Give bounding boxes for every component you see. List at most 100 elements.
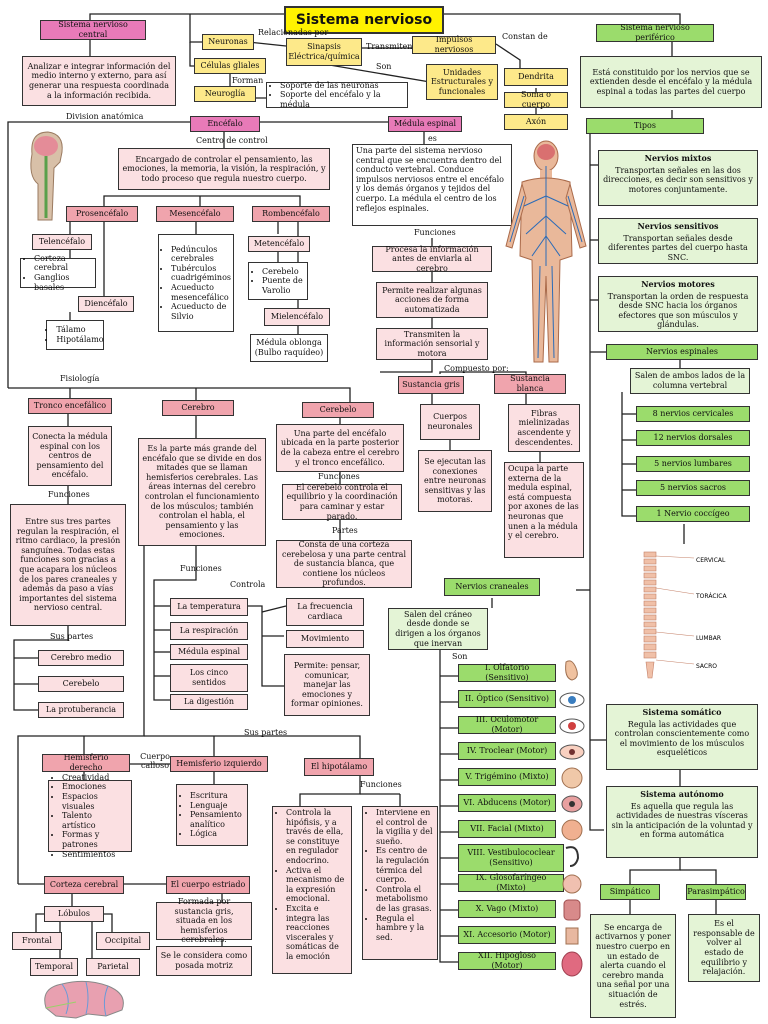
hipotalamo-box: El hipotálamo bbox=[304, 758, 374, 776]
metencefalo-list: Cerebelo Puente de Varolio bbox=[248, 262, 308, 300]
brain-spine-image bbox=[30, 131, 63, 221]
blanca-desc: Ocupa la parte externa de la medula espi… bbox=[504, 462, 584, 558]
nervous-body-image bbox=[505, 140, 587, 363]
fibras-box: Fibras mielinizadas ascendente y descend… bbox=[508, 404, 580, 452]
mesencefalo-item: Acueducto de Silvio bbox=[171, 302, 231, 321]
sinapsis-box: Sinapsis Eléctrica/química bbox=[286, 38, 362, 66]
hipo-right-item: Interviene en el control de la vigilia y… bbox=[376, 808, 434, 846]
lobulo-item: Frontal bbox=[12, 932, 62, 950]
telencefalo-box: Telencéfalo bbox=[32, 234, 92, 250]
encefalo-box: Encéfalo bbox=[190, 116, 260, 132]
mesencefalo-box: Mesencéfalo bbox=[156, 206, 234, 222]
espinales-box: Nervios espinales bbox=[606, 344, 758, 360]
controla-right-item: Movimiento bbox=[286, 630, 364, 648]
somatico-title: Sistema somático bbox=[642, 707, 722, 717]
dendrita-box: Dendrita bbox=[504, 68, 568, 86]
cerebro-desc: Es la parte más grande del encéfalo que … bbox=[138, 438, 266, 546]
funciones-label: Funciones bbox=[414, 228, 456, 237]
control-item: Médula espinal bbox=[170, 644, 248, 660]
face-icon bbox=[561, 819, 583, 841]
espinal-item: 8 nervios cervicales bbox=[636, 406, 750, 422]
funciones-label: Funciones bbox=[360, 780, 402, 789]
telencefalo-item: Corteza cerebral bbox=[34, 254, 92, 273]
fisiologia-label: Fisiología bbox=[60, 374, 100, 383]
neuronas-box: Neuronas bbox=[202, 34, 254, 50]
parasimpatico-box: Parasimpático bbox=[686, 884, 746, 900]
diencefalo-item: Tálamo bbox=[56, 325, 103, 335]
spine-label: TORÁCICA bbox=[695, 593, 727, 600]
lobulo-item: Parietal bbox=[86, 958, 140, 976]
partes-label: Partes bbox=[332, 526, 358, 535]
controla-label: Controla bbox=[230, 580, 266, 589]
cuerpo-calloso-label: Cuerpo calloso bbox=[140, 752, 170, 771]
craneal-item: VII. Facial (Mixto) bbox=[458, 820, 556, 838]
permite-box: Permite: pensar, comunicar, manejar las … bbox=[284, 654, 370, 716]
izquierdo-item: Lógica bbox=[190, 829, 244, 839]
mesencefalo-item: Tubérculos cuadrigéminos bbox=[171, 264, 231, 283]
tronco-box: Tronco encefálico bbox=[28, 398, 112, 414]
hipo-right-item: Regula el hambre y la sed. bbox=[376, 914, 434, 943]
autonomo-box: Sistema autónomo Es aquella que regula l… bbox=[606, 786, 758, 858]
sensitivos-box: Nervios sensitivos Transportan señales d… bbox=[598, 218, 758, 264]
lobulos-box: Lóbulos bbox=[44, 906, 104, 922]
simpatico-desc: Se encarga de activarnos y poner nuestro… bbox=[590, 914, 676, 1018]
snp-desc: Está constituido por los nervios que se … bbox=[580, 56, 762, 108]
izquierdo-list: Escritura Lenguaje Pensamiento analítico… bbox=[176, 784, 248, 846]
snc-desc: Analizar e integrar información del medi… bbox=[22, 56, 176, 106]
medula-func-3: Transmiten la información sensorial y mo… bbox=[376, 328, 488, 360]
sustancia-gris-box: Sustancia gris bbox=[398, 376, 464, 394]
mixtos-title: Nervios mixtos bbox=[644, 153, 712, 163]
funciones-label: Funciones bbox=[318, 472, 360, 481]
metencefalo-box: Metencéfalo bbox=[248, 236, 310, 252]
derecho-list: Creatividad Emociones Espacios visuales … bbox=[48, 773, 132, 859]
neuroglia-item: Soporte de las neuronas bbox=[280, 81, 404, 91]
derecho-item: Formas y patrones bbox=[62, 830, 128, 849]
son-label: Son bbox=[376, 62, 392, 71]
eye-icon bbox=[559, 744, 585, 760]
craneal-item: VIII. Vestibulococlear (Sensitivo) bbox=[458, 844, 564, 872]
cranial-organ-icons bbox=[559, 660, 585, 977]
cerebelo-box: Cerebelo bbox=[302, 402, 374, 418]
celulas-gliales-box: Células gliales bbox=[194, 58, 266, 74]
espinal-item: 5 nervios lumbares bbox=[636, 456, 750, 472]
mesencefalo-item: Acueducto mesencefálico bbox=[171, 283, 231, 302]
mielencefalo-box: Mielencéfalo bbox=[264, 308, 330, 326]
izquierdo-item: Escritura bbox=[190, 791, 244, 801]
spine-label: SACRO bbox=[696, 663, 717, 670]
control-item: La digestión bbox=[170, 694, 248, 710]
control-item: Los cinco sentidos bbox=[170, 664, 248, 692]
forman-label: Forman bbox=[232, 76, 264, 85]
derecho-item: Espacios visuales bbox=[62, 792, 128, 811]
nose-icon bbox=[565, 660, 578, 681]
mixtos-desc: Transportan señales en las dos direccion… bbox=[603, 165, 753, 194]
page-title: Sistema nervioso bbox=[284, 6, 444, 34]
espinal-item: 1 Nervio coccígeo bbox=[636, 506, 750, 522]
face-icon bbox=[561, 767, 583, 789]
parte-item: Cerebelo bbox=[38, 676, 124, 692]
craneal-item: X. Vago (Mixto) bbox=[458, 900, 556, 918]
neuroglia-list: Soporte de las neuronas Soporte del encé… bbox=[266, 81, 408, 109]
impulsos-box: Impulsos nerviosos bbox=[412, 35, 496, 54]
craneal-item: V. Trigémino (Mixto) bbox=[458, 768, 556, 786]
autonomo-desc: Es aquella que regula las actividades de… bbox=[611, 801, 753, 840]
tronco-func: Entre sus tres partes regulan la respira… bbox=[10, 504, 126, 626]
eye-icon bbox=[559, 718, 585, 734]
control-item: La respiración bbox=[170, 622, 248, 640]
derecho-item: Sentimientos bbox=[62, 850, 128, 860]
medula-box: Médula espinal bbox=[388, 116, 462, 132]
espinales-desc: Salen de ambos lados de la columna verte… bbox=[630, 368, 750, 394]
craneal-item: IV. Troclear (Motor) bbox=[458, 742, 556, 760]
parasimpatico-desc: Es el responsable de volver al estado de… bbox=[688, 914, 760, 982]
prosencefalo-box: Prosencéfalo bbox=[66, 206, 138, 222]
organs-icon bbox=[563, 899, 581, 921]
derecho-item: Talento artístico bbox=[62, 811, 128, 830]
eye-icon bbox=[561, 795, 583, 813]
metencefalo-item: Cerebelo bbox=[262, 267, 304, 277]
telencefalo-list: Corteza cerebral Ganglios basales bbox=[20, 254, 96, 292]
hemisferio-derecho-box: Hemisferio derecho bbox=[42, 753, 130, 772]
motores-desc: Transportan la orden de respuesta desde … bbox=[607, 291, 749, 330]
diencefalo-box: Diencéfalo bbox=[78, 296, 134, 312]
derecho-item: Creatividad bbox=[62, 773, 128, 783]
simpatico-box: Simpático bbox=[600, 884, 660, 900]
spine-image: CERVICAL TORÁCICA LUMBAR SACRO bbox=[643, 551, 727, 679]
